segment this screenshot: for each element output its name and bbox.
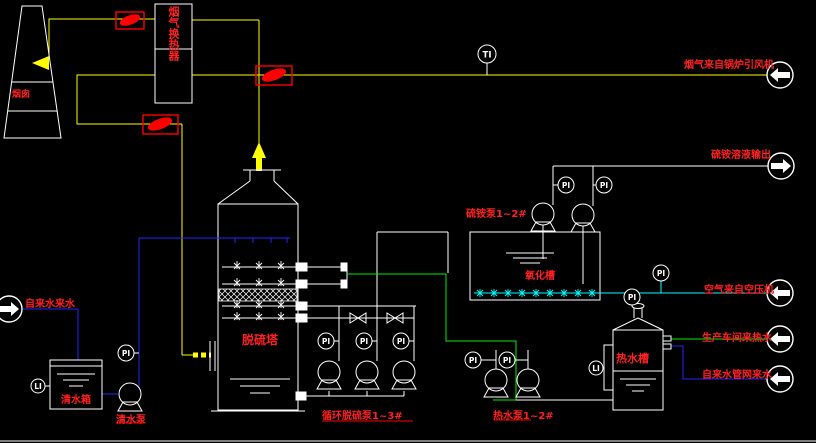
heat-exchanger-label: 烟气换热器 xyxy=(167,6,180,61)
clean-water-tank xyxy=(49,359,103,410)
damper-1 xyxy=(115,11,145,30)
svg-text:PI: PI xyxy=(628,293,636,302)
tap-water-left-label: 自来水来水 xyxy=(25,299,75,310)
pi-gauge: PI xyxy=(317,332,339,350)
hot-water-pump-2 xyxy=(515,368,541,398)
clean-water-tank-label: 清水箱 xyxy=(61,395,91,406)
svg-text:PI: PI xyxy=(322,337,330,346)
hot-water-pump-1 xyxy=(483,368,509,398)
oxidation-tank-label: 氧化槽 xyxy=(525,271,555,282)
flue-gas-heat-exchanger xyxy=(154,3,193,104)
tower-outlet-arrow xyxy=(252,142,266,171)
connector-sulfate-out xyxy=(767,152,795,180)
svg-text:PI: PI xyxy=(562,181,570,190)
pi-gauge: PI xyxy=(593,176,613,194)
clean-water-pump-label: 清水泵 xyxy=(116,415,146,426)
sulfate-pump-piping xyxy=(542,165,768,284)
air-line xyxy=(474,281,767,298)
hot-water-tank-label: 热水槽 xyxy=(616,352,649,365)
tower-label: 脱硫塔 xyxy=(242,333,279,347)
svg-text:PI: PI xyxy=(600,181,608,190)
hot-water-pumps-label: 热水泵1~2# xyxy=(493,411,554,422)
svg-text:LI: LI xyxy=(592,364,600,373)
pi-gauge: PI xyxy=(652,264,670,282)
circulation-pump-1 xyxy=(316,360,342,390)
li-gauge: LI xyxy=(588,360,604,376)
li-gauge: LI xyxy=(30,378,50,394)
chimney-inlet-arrow xyxy=(32,56,49,70)
svg-text:LI: LI xyxy=(34,382,42,391)
chimney-label: 烟囱 xyxy=(12,90,31,100)
damper-2 xyxy=(255,65,293,86)
pi-gauge: PI xyxy=(623,288,641,306)
circulation-pump-3 xyxy=(391,360,417,390)
circulation-pumps-label: 循环脱硫泵1~3# xyxy=(322,411,403,422)
pi-gauge: PI xyxy=(464,351,496,369)
connector-tap-water-left xyxy=(0,295,23,323)
clean-water-pump xyxy=(117,382,143,412)
pi-gauge: PI xyxy=(117,344,139,362)
flue-dampers xyxy=(115,11,293,135)
svg-text:PI: PI xyxy=(360,337,368,346)
svg-text:PI: PI xyxy=(122,349,130,358)
sulfate-pumps-label: 硫铵泵1~2# xyxy=(466,209,527,220)
hot-water-line xyxy=(347,273,767,401)
pi-gauge: PI xyxy=(498,351,528,369)
tap-water-right-label: 自来水管网来水 xyxy=(702,370,772,381)
oxidation-tank xyxy=(469,231,601,301)
circulation-pump-2 xyxy=(354,360,380,390)
chimney xyxy=(3,5,62,139)
ti-text: TI xyxy=(483,51,492,61)
pi-gauge: PI xyxy=(355,332,377,350)
ti-gauge: TI xyxy=(477,44,497,75)
flue-gas-ducts xyxy=(48,18,767,358)
air-in-label: 空气来自空压机 xyxy=(704,285,774,296)
label-underlines xyxy=(116,419,531,424)
pi-gauge: PI xyxy=(553,176,575,194)
spray-header-piping xyxy=(295,231,449,401)
instrument-bubbles: TI PI PI PI PI PI PI xyxy=(30,44,670,394)
svg-text:PI: PI xyxy=(503,356,511,365)
sulfate-out-label: 硫铵溶液输出 xyxy=(711,150,771,161)
svg-text:PI: PI xyxy=(397,337,405,346)
clean-water-line xyxy=(23,237,767,395)
hot-water-in-label: 生产车间来热水 xyxy=(702,333,772,344)
demister-band xyxy=(218,288,298,302)
pi-gauge: PI xyxy=(392,332,414,350)
flue-gas-in-label: 烟气来自锅炉引风机 xyxy=(684,60,774,71)
desulfurization-tower xyxy=(209,169,305,412)
svg-text:PI: PI xyxy=(657,269,665,278)
svg-text:PI: PI xyxy=(469,356,477,365)
damper-3 xyxy=(142,114,179,135)
